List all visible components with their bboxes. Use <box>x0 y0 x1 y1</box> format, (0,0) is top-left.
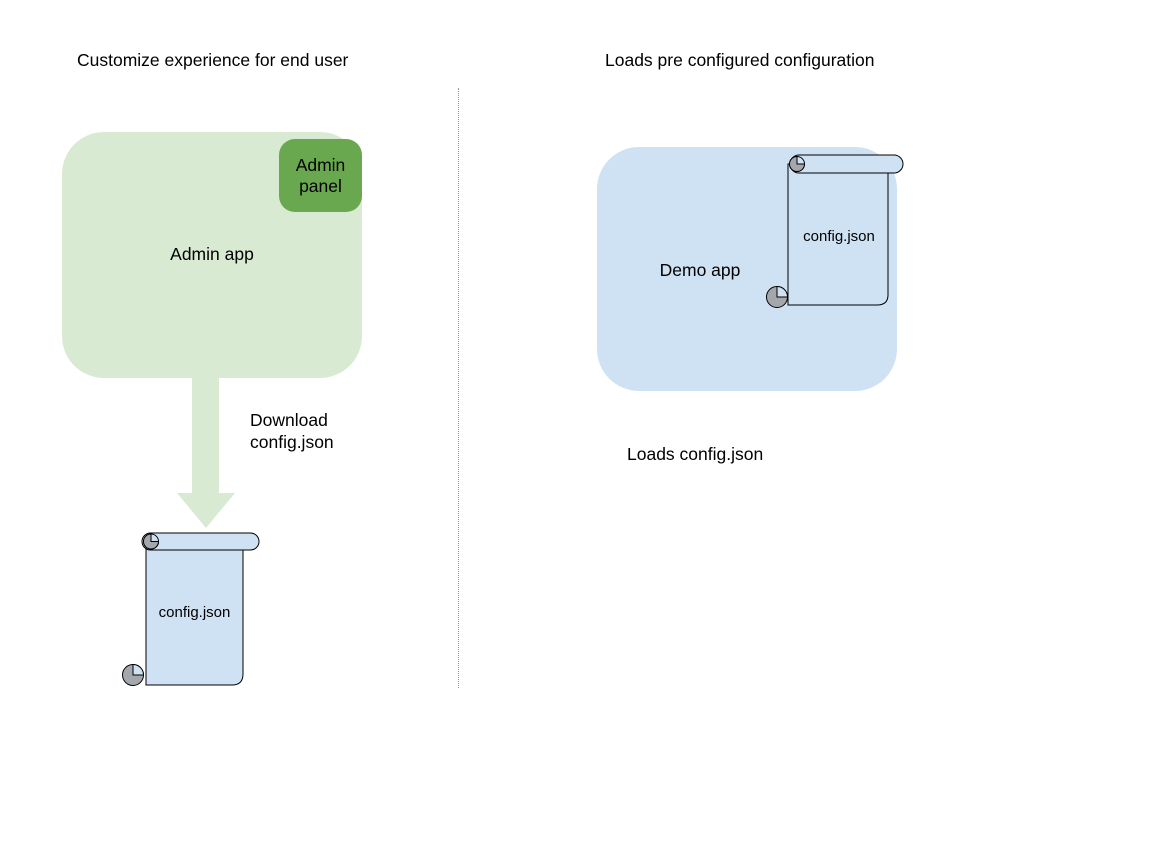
config-json-label: config.json <box>158 604 231 621</box>
demo-app-label: Demo app <box>659 260 741 280</box>
section-divider <box>458 88 459 688</box>
loads-config-caption: Loads config.json <box>627 444 764 464</box>
admin-app-label: Admin app <box>170 244 254 264</box>
left-section-title: Customize experience for end user <box>77 50 349 70</box>
down-arrow-icon <box>177 376 235 528</box>
config-json-scroll-icon <box>766 154 904 308</box>
admin-panel-label: Admin panel <box>295 154 346 196</box>
config-json-scroll-icon <box>122 532 260 686</box>
config-json-label: config.json <box>803 228 875 245</box>
download-config-label: Download config.json <box>250 410 334 452</box>
admin-panel-box: Admin panel <box>279 139 362 212</box>
right-section-title: Loads pre configured configuration <box>605 50 875 70</box>
